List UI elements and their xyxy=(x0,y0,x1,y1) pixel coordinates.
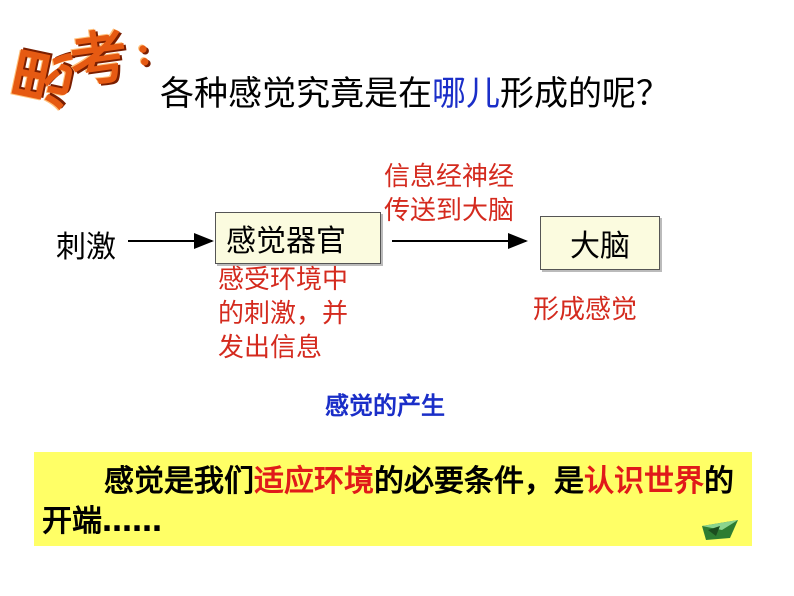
sense-organ-box: 感觉器官 xyxy=(215,212,381,264)
form-sensation-note: 形成感觉 xyxy=(533,295,638,325)
summary-highlight: 适应环境 xyxy=(254,464,374,499)
summary-text: 感觉是我们适应环境的必要条件，是认识世界的开端…… xyxy=(42,462,742,542)
next-slide-icon[interactable] xyxy=(700,512,742,544)
receive-note: 感受环境中 的刺激，并 发出信息 xyxy=(218,263,378,365)
question-part-1: 各种感觉究竟是在 xyxy=(160,74,432,114)
brain-label: 大脑 xyxy=(570,229,630,264)
summary-box: 感觉是我们适应环境的必要条件，是认识世界的开端…… xyxy=(34,452,752,546)
receive-note-line: 的刺激，并 xyxy=(218,299,349,329)
receive-note-line: 发出信息 xyxy=(218,333,323,363)
transmit-note: 信息经神经 传送到大脑 xyxy=(384,160,544,228)
brain-box: 大脑 xyxy=(540,216,660,270)
summary-highlight: 认识世界 xyxy=(584,464,704,499)
summary-part: 的必要条件，是 xyxy=(374,464,584,499)
transmit-note-line: 信息经神经 xyxy=(384,162,515,192)
sense-organ-label: 感觉器官 xyxy=(226,224,346,259)
stimulus-label: 刺激 xyxy=(56,230,116,265)
summary-part: 的开端…… xyxy=(42,464,734,539)
question-part-2: 形成的呢？ xyxy=(500,74,670,114)
diagram-caption: 感觉的产生 xyxy=(325,392,445,420)
receive-note-line: 感受环境中 xyxy=(218,265,349,295)
summary-part: 我们 xyxy=(194,464,254,499)
question-highlight: 哪儿 xyxy=(432,74,500,114)
question-heading: 各种感觉究竟是在哪儿形成的呢？ xyxy=(160,66,670,115)
summary-part: 感觉是 xyxy=(104,464,194,499)
transmit-note-line: 传送到大脑 xyxy=(384,196,515,226)
